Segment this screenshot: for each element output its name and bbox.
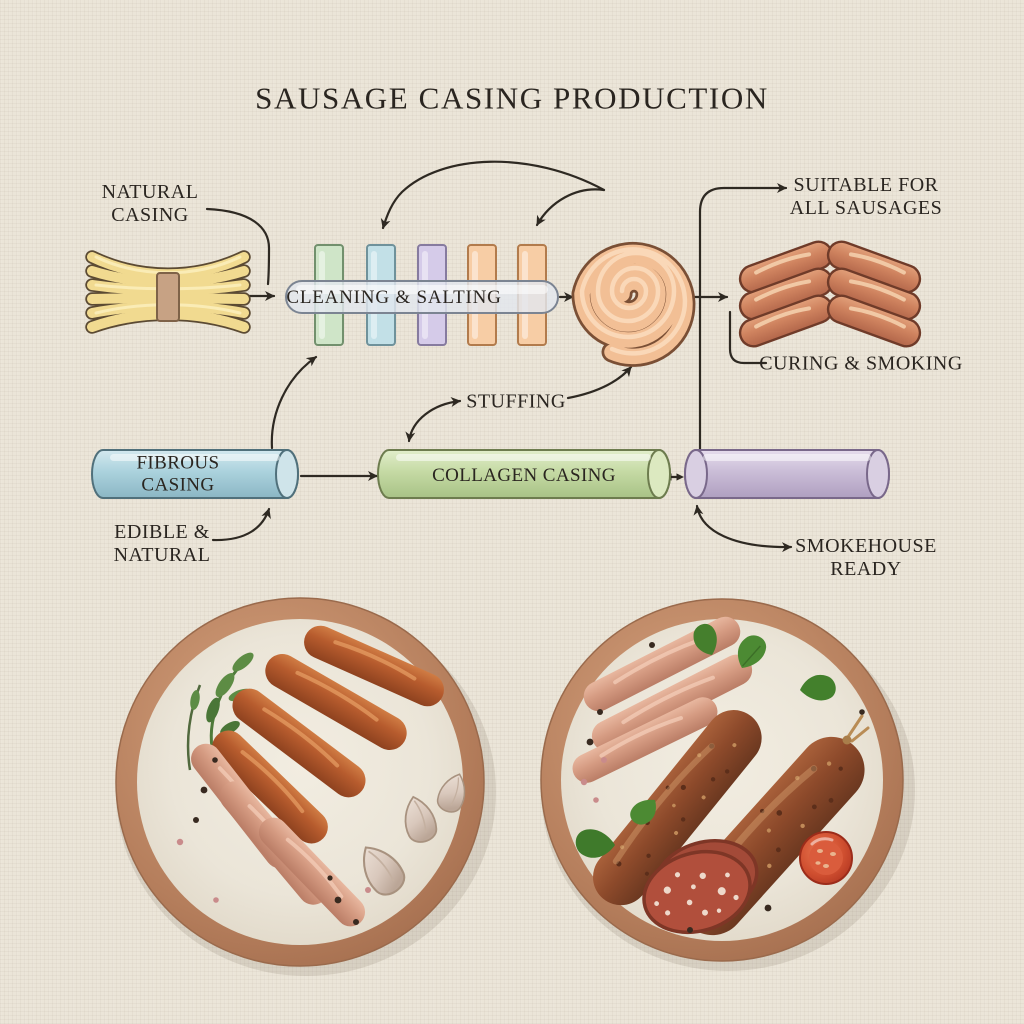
fibrous-casing-cylinder [91,449,299,499]
salami-left [592,710,762,906]
natural-casing-label: NATURAL CASING [102,181,199,227]
fibrous-casing-line2: CASING [141,474,215,495]
smokehouse-ready-line1: SMOKEHOUSE [795,535,937,558]
right-plate-photo [540,598,915,971]
connector-natural-casing [205,207,271,286]
herb-sprig [186,652,254,771]
cleaning-salting-label: CLEANING & SALTING [286,287,502,309]
smokehouse-cylinder [684,449,890,499]
arrow-stuffing-collagen [405,397,462,443]
basil-leaves [693,623,836,701]
collagen-casing-cylinder [377,449,671,499]
connector-suitable-for [698,183,788,452]
arrow-stuffing-to-spiral [566,365,633,400]
natural-casing-bundle-icon [85,250,251,334]
peppercorns-left [176,757,371,925]
smokehouse-ready-label: SMOKEHOUSE READY [795,535,937,581]
basil-leaves-bottom [575,799,656,858]
sausage-links-icon [738,240,922,348]
fibrous-casing-label: FIBROUS CASING [136,452,219,495]
fibrous-casing-line1: FIBROUS [136,452,220,474]
curing-smoking-label: CURING & SMOKING [759,352,963,375]
tomato-half [799,831,853,885]
bundle-band [156,272,180,322]
suitable-for-line2: ALL SAUSAGES [789,197,943,219]
salami-slices [642,838,759,935]
arrow-feedback-inner [535,188,606,227]
flow-connectors [205,160,793,553]
smokehouse-ready-line2: READY [830,558,902,580]
collagen-casing-label: COLLAGEN CASING [432,465,616,487]
stuffing-label: STUFFING [466,390,566,413]
twine-tie [842,714,870,745]
spiral-casing-icon [571,241,696,367]
cleaning-salting-capsule [285,280,559,314]
peppercorns-right [580,642,865,933]
left-plate-photo [115,597,496,976]
page-title: SAUSAGE CASING PRODUCTION [255,80,769,116]
arrow-feedback-outer [380,160,606,230]
suitable-for-label: SUITABLE FOR ALL SAUSAGES [790,174,943,220]
natural-casing-line2: CASING [111,204,189,226]
arrow-edible-natural [211,507,271,542]
edible-natural-line1: EDIBLE & [114,521,210,544]
garlic-cloves [363,773,466,896]
edible-natural-line2: NATURAL [113,544,211,566]
arrow-fibrous-to-bar [270,355,318,450]
suitable-for-line1: SUITABLE FOR [793,174,939,197]
edible-natural-label: EDIBLE & NATURAL [114,521,211,567]
natural-casing-line1: NATURAL [101,181,199,204]
smoked-sausages [212,625,444,844]
arrow-smokehouse-ready [693,504,793,553]
connector-curing-smoking [728,310,768,365]
